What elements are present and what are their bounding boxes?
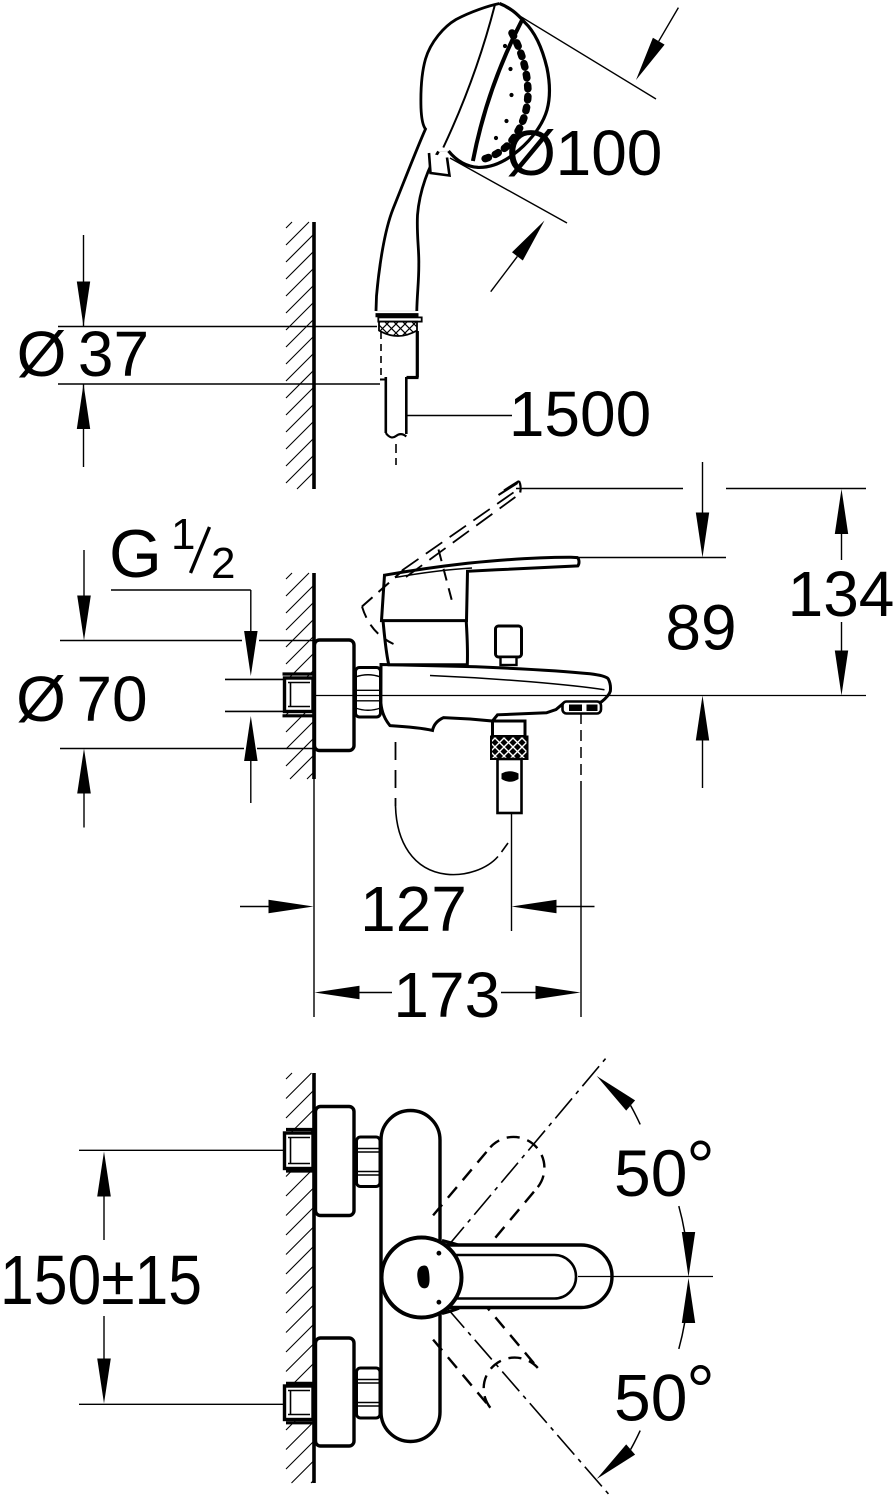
svg-text:127: 127 <box>360 873 467 945</box>
svg-text:100: 100 <box>556 117 663 189</box>
svg-text:Ø: Ø <box>506 117 556 189</box>
svg-text:1500: 1500 <box>509 378 651 450</box>
svg-text:37: 37 <box>78 318 149 390</box>
svg-text:50: 50 <box>614 1361 687 1435</box>
svg-text:89: 89 <box>665 592 736 664</box>
svg-text:2: 2 <box>211 539 235 588</box>
svg-text:1: 1 <box>171 510 195 559</box>
svg-text:G: G <box>109 516 162 592</box>
svg-text:Ø: Ø <box>17 318 67 390</box>
svg-text:50: 50 <box>614 1136 687 1210</box>
svg-text:173: 173 <box>393 959 500 1031</box>
svg-text:Ø: Ø <box>16 663 66 735</box>
svg-text:134: 134 <box>788 558 893 630</box>
svg-text:150±15: 150±15 <box>0 1241 202 1319</box>
svg-text:70: 70 <box>76 663 147 735</box>
